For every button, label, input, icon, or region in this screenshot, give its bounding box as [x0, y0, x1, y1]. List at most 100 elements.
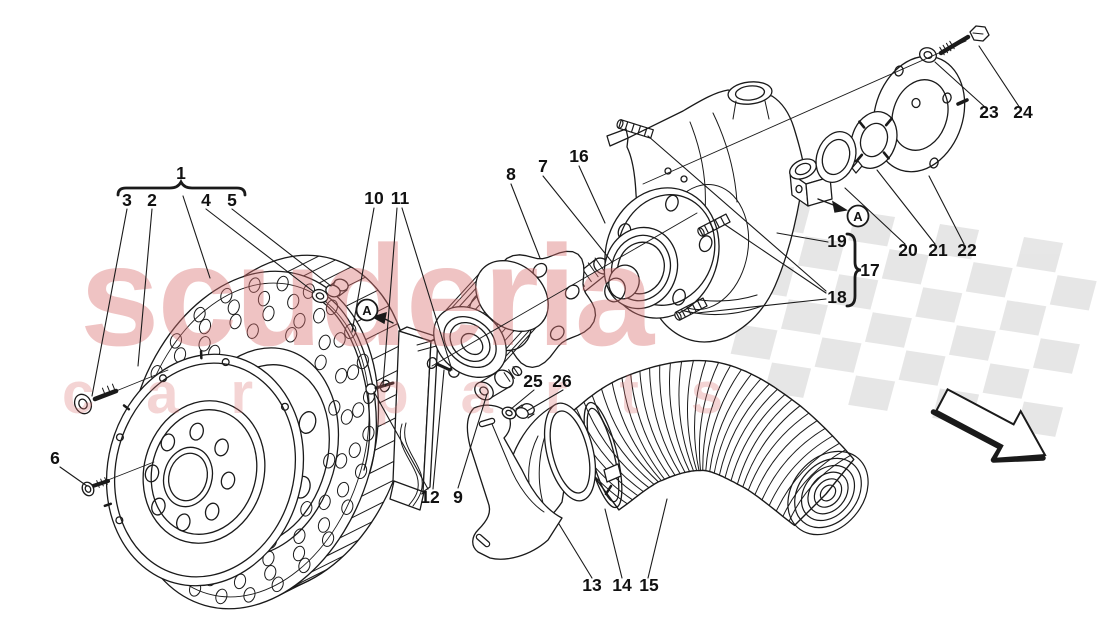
- callout-3: 3: [122, 190, 132, 210]
- wheel-studs-part: [675, 311, 681, 321]
- checkered-flag-pattern-part: [848, 375, 896, 411]
- disc-drilled-holes-part: [341, 499, 354, 515]
- disc-mounting-bell-part: [142, 400, 266, 544]
- suspension-upright-part: [606, 128, 629, 147]
- wheel-studs-part: [618, 119, 654, 139]
- bearing-retainers-part: [859, 122, 889, 158]
- callout-2: 2: [147, 190, 157, 210]
- screw-threads-part: [111, 383, 117, 393]
- checkered-flag-pattern-part: [965, 262, 1013, 298]
- disc-drilled-holes-part: [229, 313, 242, 330]
- screw-threads-part: [104, 477, 108, 485]
- leader-lines-part: [978, 45, 1021, 109]
- wheel-studs-part: [691, 303, 697, 312]
- bell-lug-holes-part: [189, 422, 204, 441]
- small-fasteners-part: [515, 407, 529, 419]
- leader-lines-part: [205, 208, 315, 293]
- bearing-retainers-part: [815, 131, 857, 183]
- disc-vent-vanes-part: [351, 501, 385, 519]
- leader-lines-part: [401, 207, 453, 371]
- corrugated-hose-part: [698, 362, 720, 471]
- hub-stud-holes-part: [672, 288, 686, 306]
- disc-drilled-holes-part: [262, 305, 275, 322]
- brake-cooling-duct-part: [604, 484, 613, 496]
- direction-arrow-icon-part: [935, 388, 1047, 460]
- leader-lines-part: [776, 232, 829, 243]
- bolt-thread-part: [939, 46, 945, 56]
- suspension-upright-part: [795, 184, 803, 194]
- callout-10: 10: [364, 188, 384, 208]
- corrugated-hose-part: [639, 370, 676, 476]
- leader-lines-part: [431, 212, 698, 367]
- disc-drilled-holes-part: [233, 573, 247, 590]
- small-fasteners-part: [474, 381, 494, 401]
- group-brace-1: [116, 178, 247, 197]
- disc-drilled-holes-part: [352, 402, 365, 418]
- corrugated-hose-part: [713, 378, 762, 474]
- disc-drilled-holes-part: [300, 501, 313, 517]
- leader-lines-part: [604, 508, 623, 579]
- disc-drilled-holes-part: [340, 409, 353, 425]
- wheel-studs-part: [624, 121, 629, 131]
- bell-flange-holes-part: [103, 502, 113, 508]
- small-fasteners-part: [311, 288, 329, 304]
- checkered-flag-pattern-part: [1049, 275, 1097, 311]
- disc-mounting-bell-part: [150, 409, 258, 535]
- bolt-thread: [939, 40, 955, 56]
- brake-cooling-duct-part: [543, 402, 597, 502]
- disc-drilled-holes-part: [333, 332, 346, 348]
- callout-11: 11: [391, 188, 410, 208]
- callout-25: 25: [523, 371, 543, 391]
- checkered-flag-pattern-part: [982, 363, 1030, 399]
- disc-drilled-holes-part: [257, 290, 271, 307]
- disc-vent-vanes-part: [345, 289, 379, 307]
- bell-fixing-screws-part: [78, 398, 88, 410]
- disc-drilled-holes-part: [287, 293, 300, 310]
- disc-drilled-holes-part: [227, 299, 240, 315]
- screw-threads-part: [96, 480, 100, 488]
- disc-hat-bolt-holes-part: [298, 411, 317, 434]
- callout-23: 23: [979, 102, 999, 122]
- corrugated-hose-part: [761, 427, 826, 501]
- bell-fixing-screws-part: [115, 369, 169, 392]
- leader-lines-part: [526, 389, 564, 412]
- wheel-studs-part: [686, 306, 692, 315]
- wheel-studs-part: [643, 127, 648, 137]
- small-fasteners-part: [505, 409, 513, 417]
- leader-lines-part: [647, 135, 827, 292]
- bell-fixing-screws-part: [107, 461, 155, 481]
- leader-lines-part: [542, 175, 613, 263]
- checkered-flag-pattern-part: [1033, 338, 1080, 374]
- plug-thread-part: [503, 372, 511, 382]
- callout-1: 1: [176, 163, 186, 183]
- splash-shield-and-bracket-part: [319, 299, 371, 471]
- corrugated-hose-part: [718, 383, 770, 476]
- checkered-flag-pattern-part: [949, 325, 996, 361]
- axle-flange-holes-part: [549, 325, 565, 341]
- leader-lines: [59, 40, 1021, 579]
- view-arrow-left-part: [371, 311, 387, 325]
- disc-vent-vanes-part: [365, 323, 399, 341]
- wheel-hub: [603, 119, 731, 321]
- bell-fixing-screws: [73, 369, 169, 497]
- watermark: scuderia car parts: [62, 217, 723, 426]
- corrugated-hose-part: [668, 362, 690, 472]
- brake-cooling-duct-part: [477, 535, 489, 546]
- corrugated-hose-part: [754, 420, 818, 496]
- wheel-studs-part: [725, 213, 731, 223]
- leader-lines-part: [642, 40, 967, 185]
- corrugated-hose-part: [794, 457, 862, 529]
- corrugated-hose-part: [787, 450, 869, 536]
- disc-drilled-holes-part: [362, 425, 375, 442]
- wheel-hub-part: [604, 277, 626, 303]
- corrugated-hose: [556, 359, 869, 536]
- corrugated-hose-part: [800, 464, 856, 522]
- wheel-studs-part: [637, 125, 642, 135]
- leader-lines-part: [91, 208, 128, 397]
- bearing-retainers-part: [821, 138, 851, 176]
- bearing-retainers-part: [911, 97, 921, 109]
- leader-lines-part: [457, 393, 488, 489]
- bell-fixing-screws-part: [73, 393, 93, 415]
- diagram-canvas-part: A A 1 2 3 4 5 6 7 8 9 10 11 12 13 14 15 …: [50, 40, 1047, 595]
- leader-lines-part: [647, 498, 668, 579]
